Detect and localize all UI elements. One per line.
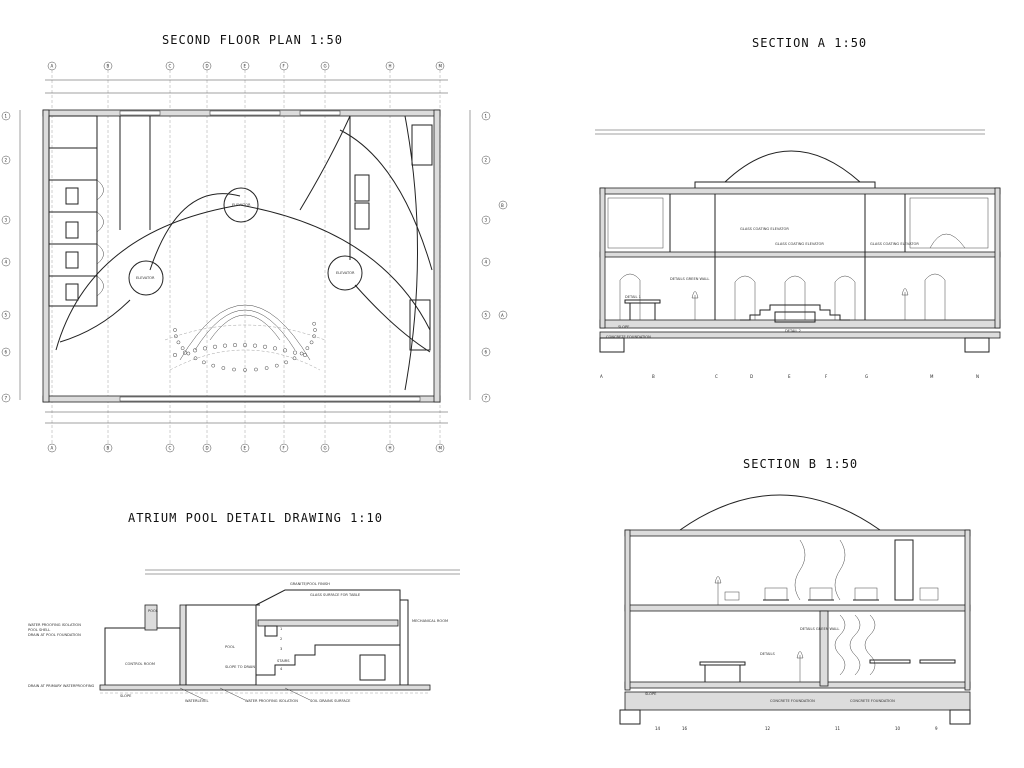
pool-control-room: CONTROL ROOM [125,662,155,666]
pool-drain-primary: DRAIN AT PRIMARY WATERPROOFING [28,684,95,688]
section-mark-a: A [501,313,504,318]
plan-col-B: B [107,64,110,69]
sa-axis-label-5: F [825,374,828,379]
plan-col-B: B [107,446,110,451]
plan-row-3: 3 [5,218,8,223]
plan-col-G: G [324,64,327,69]
atrium-dots [172,321,317,372]
sb-axis-label-0: 14 [655,726,661,731]
sa-axis-label-2: C [715,374,718,379]
sa-axis-label-8: N [976,374,979,379]
sa-glass-right: GLASS COATING ELEVATOR [870,242,919,246]
sa-glass-left: GLASS COATING ELEVATOR [740,227,789,231]
sb-axis-label-4: 10 [895,726,901,731]
section-mark-b: B [501,203,504,208]
plan-row-1: 1 [5,114,8,119]
sb-foundation-2: CONCRETE FOUNDATION [850,699,895,703]
floor-plan-title: SECOND FLOOR PLAN 1:50 [162,33,343,47]
pool-mech-room: MECHANICAL ROOM [412,619,448,623]
sa-slope: SLOPE [618,325,630,329]
plan-row-4: 4 [5,260,8,265]
pool-stair-2: 2 [280,637,282,641]
plan-grid: A A B B C C D D E E F F G G H H M M 1 1 2 2 3 3 4 4 5 5 6 6 7 7 [1,61,491,453]
plan-row-5: 5 [485,313,488,318]
sa-glass-center: GLASS COATING ELEVATOR [775,242,824,246]
plan-col-A: A [51,64,54,69]
section-b-title: SECTION B 1:50 [743,457,859,471]
sa-detail: DETAIL 1 [625,295,641,299]
plan-row-6: 6 [485,350,488,355]
elevator-label-1: ELEVATOR [232,203,251,207]
plan-col-G: G [324,446,327,451]
sa-detail-2: DETAIL 2 [785,329,801,333]
section-b-axis: 14 16 12 11 10 9 [655,726,938,731]
sb-green-wall: DETAILS GREEN WALL [800,627,839,631]
pool-detail-drawing: GRANITE/POOL FINISH GLASS SURFACE FOR TA… [28,569,460,703]
plan-row-1: 1 [485,114,488,119]
pool-detail-title: ATRIUM POOL DETAIL DRAWING 1:10 [128,511,383,525]
sa-foundation: CONCRETE FOUNDATION [606,335,651,339]
plan-col-H: H [389,446,392,451]
pool-granite: GRANITE/POOL FINISH [290,582,330,586]
plan-col-D: D [206,64,209,69]
pool-soil-drain: SOIL DRAINS SURFACE [310,699,351,703]
pool-waterproofing-2: WATER PROOFING ISOLATION [245,699,298,703]
section-b-drawing: DETAILS DETAILS GREEN WALL SLOPE CONCRET… [619,494,971,731]
sa-axis-label-1: B [652,374,655,379]
pool-waterlevel: WATERLEVEL [185,699,209,703]
plan-row-4: 4 [485,260,488,265]
sa-axis-label-4: E [788,374,791,379]
pool-stair-1: 1 [280,627,282,631]
sa-axis-label-3: D [750,374,753,379]
plan-row-5: 5 [5,313,8,318]
plan-col-C: C [169,446,172,451]
sb-slope: SLOPE [645,692,657,696]
plan-col-M: M [439,64,443,69]
pool-waterproofing: WATER PROOFING ISOLATION [28,623,81,627]
sb-axis-label-1: 16 [682,726,688,731]
sb-axis-label-3: 11 [835,726,841,731]
sb-axis-label-2: 12 [765,726,771,731]
pool-glass-table: GLASS SURFACE FOR TABLE [310,593,361,597]
plan-row-6: 6 [5,350,8,355]
plan-col-F: F [283,64,286,69]
elevator-label-2: ELEVATOR [136,276,155,280]
pool-stair-4: 4 [280,667,283,671]
pool-shell: POOL SHELL [28,628,50,632]
plan-col-C: C [169,64,172,69]
plan-row-7: 7 [485,396,488,401]
plan-col-E: E [244,64,247,69]
sb-axis-label-5: 9 [935,726,938,731]
pool-stair-3: 3 [280,647,282,651]
sb-foundation: CONCRETE FOUNDATION [770,699,815,703]
pool-slope-drain: SLOPE TO DRAIN [225,665,255,669]
section-a-drawing: GLASS COATING ELEVATOR GLASS COATING ELE… [595,129,1001,379]
sa-green-wall: DETAILS GREEN WALL [670,277,709,281]
elevator-label-3: ELEVATOR [336,271,355,275]
pool-stairs: STAIRS [277,659,290,663]
plan-row-2: 2 [485,158,488,163]
pool-center-label: POOL [225,645,235,649]
section-b-tables [724,587,939,601]
floor-plan-drawing: A A B B C C D D E E F F G G H H M M 1 1 2 2 3 3 4 4 5 5 6 6 7 7 [1,61,508,453]
plan-col-H: H [389,64,392,69]
pool-top-label: POOL [148,609,158,613]
sa-axis-label-0: A [600,374,603,379]
plan-col-A: A [51,446,54,451]
sa-axis-label-7: M [930,374,934,379]
plan-col-F: F [283,446,286,451]
pool-slope: SLOPE [120,694,132,698]
sa-axis-label-6: G [865,374,868,379]
plan-col-E: E [244,446,247,451]
plan-row-2: 2 [5,158,8,163]
plan-col-M: M [439,446,443,451]
sb-details: DETAILS [760,652,775,656]
plan-row-3: 3 [485,218,488,223]
plan-row-7: 7 [5,396,8,401]
pool-drain-foundation: DRAIN AT POOL FOUNDATION [28,633,81,637]
section-a-title: SECTION A 1:50 [752,36,868,50]
plan-col-D: D [206,446,209,451]
